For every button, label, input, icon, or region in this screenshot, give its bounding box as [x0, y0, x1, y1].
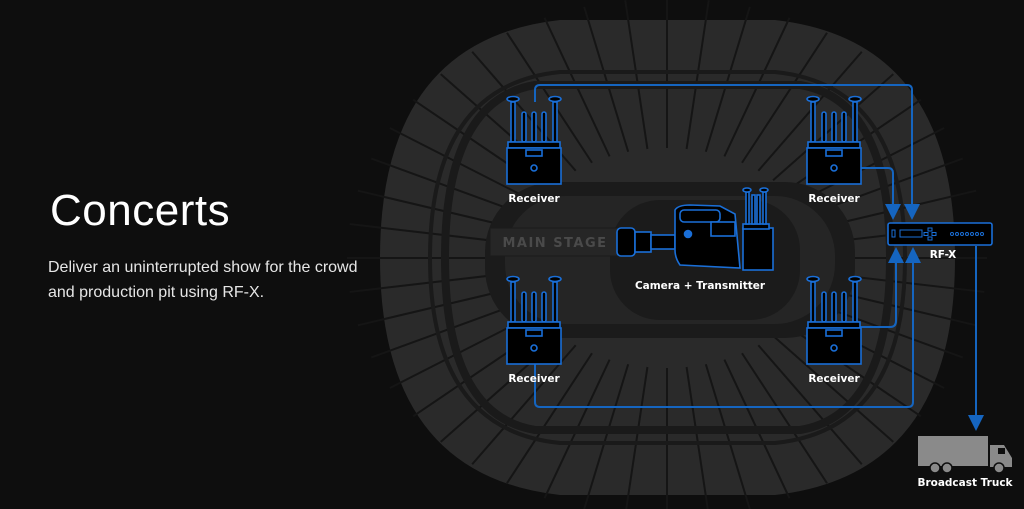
seat-divider [583, 6, 630, 153]
page-description: Deliver an uninterrupted show for the cr… [48, 259, 358, 301]
seat-divider [704, 363, 751, 509]
receiver-bottom-right: Receiver [806, 275, 862, 385]
svg-text:Receiver: Receiver [808, 373, 860, 385]
truck-icon [918, 436, 1012, 474]
seat-divider [389, 127, 538, 204]
main-stage: MAIN STAGE [489, 227, 631, 257]
seat-divider [471, 344, 577, 465]
broadcast-truck: Broadcast Truck [917, 436, 1014, 489]
seat-divider [741, 32, 828, 164]
camera-transmitter: Camera + Transmitter [616, 187, 774, 292]
page-title: Concerts [50, 186, 231, 235]
main-stage-label: MAIN STAGE [502, 236, 607, 251]
signal-lines [534, 84, 984, 431]
svg-text:Receiver: Receiver [508, 193, 560, 205]
seat-divider [757, 344, 863, 465]
rfx-label: RF-X [930, 249, 957, 261]
receiver-top-right: Receiver [806, 95, 862, 205]
svg-text:Receiver: Receiver [508, 373, 560, 385]
rfx-hub: RF-X [887, 222, 993, 261]
camera-label: Camera + Transmitter [635, 280, 766, 292]
seat-divider [796, 127, 945, 204]
seat-divider [624, 0, 649, 150]
receiver-top-left: Receiver [506, 95, 562, 205]
seat-divider [741, 352, 828, 484]
seat-divider [704, 6, 751, 153]
svg-text:Receiver: Receiver [808, 193, 860, 205]
seat-divider [685, 0, 710, 150]
seat-divider [583, 363, 630, 509]
truck-label: Broadcast Truck [917, 477, 1013, 489]
seat-divider [757, 51, 863, 172]
arena-seating [347, 0, 987, 509]
receiver-bottom-left: Receiver [506, 275, 562, 385]
seat-divider [772, 335, 894, 443]
seat-divider [506, 352, 593, 484]
